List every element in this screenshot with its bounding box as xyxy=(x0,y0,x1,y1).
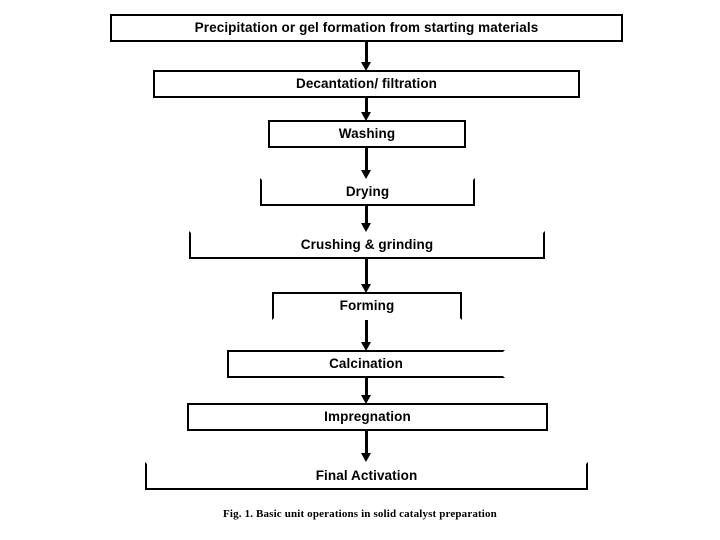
arrowhead-icon xyxy=(361,284,371,293)
flow-connector-washing-to-drying xyxy=(365,148,368,170)
process-node-label: Crushing & grinding xyxy=(300,237,434,253)
process-node-label: Decantation/ filtration xyxy=(295,76,438,92)
process-node-label: Washing xyxy=(338,126,396,142)
process-node-crushing-grinding: Crushing & grinding xyxy=(189,231,545,259)
arrowhead-icon xyxy=(361,62,371,71)
process-node-label: Forming xyxy=(339,298,395,314)
process-node-forming: Forming xyxy=(272,292,462,320)
process-node-drying: Drying xyxy=(260,178,475,206)
process-node-label: Impregnation xyxy=(324,409,411,425)
process-node-calcination: Calcination xyxy=(227,350,505,378)
flow-connector-crushing-grinding-to-forming xyxy=(365,259,368,284)
figure-caption: Fig. 1. Basic unit operations in solid c… xyxy=(223,508,497,520)
arrowhead-icon xyxy=(361,223,371,232)
flow-connector-decantation-to-washing xyxy=(365,98,368,112)
process-node-label: Final Activation xyxy=(315,468,418,484)
process-node-decantation: Decantation/ filtration xyxy=(153,70,580,98)
process-node-precipitation: Precipitation or gel formation from star… xyxy=(110,14,623,42)
process-node-label: Drying xyxy=(345,184,390,200)
arrowhead-icon xyxy=(361,453,371,462)
process-node-washing: Washing xyxy=(268,120,466,148)
flow-connector-drying-to-crushing-grinding xyxy=(365,206,368,223)
process-node-final-activation: Final Activation xyxy=(145,462,588,490)
process-node-label: Precipitation or gel formation from star… xyxy=(194,20,539,36)
arrowhead-icon xyxy=(361,395,371,404)
process-node-label: Calcination xyxy=(329,356,403,372)
flow-connector-precipitation-to-decantation xyxy=(365,42,368,62)
flow-connector-impregnation-to-final-activation xyxy=(365,431,368,453)
arrowhead-icon xyxy=(361,170,371,179)
flow-connector-forming-to-calcination xyxy=(365,320,368,342)
arrowhead-icon xyxy=(361,342,371,351)
arrowhead-icon xyxy=(361,112,371,121)
process-node-impregnation: Impregnation xyxy=(187,403,548,431)
flow-connector-calcination-to-impregnation xyxy=(365,378,368,395)
